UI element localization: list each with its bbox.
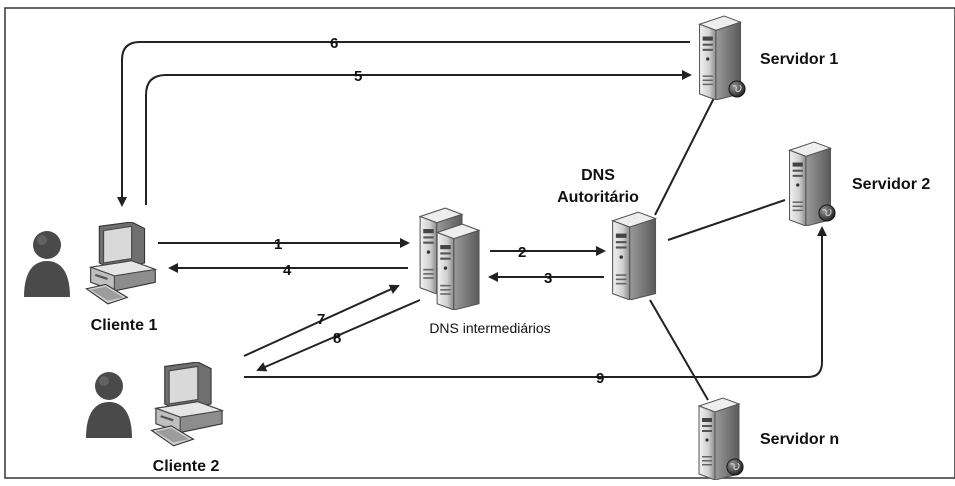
servidor-1-label: Servidor 1 bbox=[760, 51, 838, 68]
globe-badge-icon bbox=[728, 80, 746, 98]
arrow-6-label: 6 bbox=[330, 35, 338, 52]
link-dns-servidorn bbox=[649, 299, 709, 401]
desktop-computer-icon bbox=[85, 222, 156, 305]
server-tower-icon bbox=[612, 211, 657, 300]
arrow-9 bbox=[244, 226, 827, 378]
link-dns-servidor2 bbox=[667, 199, 786, 241]
servidor-n-label: Servidor n bbox=[760, 431, 839, 448]
arrow-1-label: 1 bbox=[274, 236, 282, 253]
cliente-1-node: Cliente 1 bbox=[24, 222, 157, 334]
dns-autoritario-label-line2: Autoritário bbox=[557, 189, 639, 206]
user-silhouette-icon bbox=[24, 231, 70, 297]
diagram-frame bbox=[4, 7, 955, 479]
user-silhouette-icon bbox=[86, 372, 132, 438]
message-arrows bbox=[117, 41, 827, 378]
arrow-6 bbox=[117, 41, 690, 207]
cliente-2-label: Cliente 2 bbox=[153, 458, 220, 475]
servidor-n-node: Servidor n bbox=[698, 397, 839, 480]
dns-autoritario-node: DNS Autoritário bbox=[557, 167, 657, 300]
dns-intermediarios-node: DNS intermediários bbox=[419, 207, 551, 336]
cliente-2-node: Cliente 2 bbox=[86, 362, 223, 475]
dns-to-server-links bbox=[649, 93, 786, 401]
dns-intermediarios-label: DNS intermediários bbox=[429, 320, 550, 336]
dns-autoritario-label-line1: DNS bbox=[581, 167, 615, 184]
servidor-1-node: Servidor 1 bbox=[699, 15, 838, 100]
arrow-8 bbox=[256, 299, 421, 372]
globe-badge-icon bbox=[818, 204, 836, 222]
servidor-2-node: Servidor 2 bbox=[789, 141, 930, 226]
arrow-5-label: 5 bbox=[354, 68, 362, 85]
arrow-5 bbox=[145, 70, 692, 205]
arrow-3-label: 3 bbox=[544, 270, 552, 287]
cliente-1-label: Cliente 1 bbox=[91, 317, 158, 334]
arrow-7-label: 7 bbox=[317, 311, 325, 328]
link-dns-servidor1 bbox=[654, 93, 717, 216]
arrow-8-label: 8 bbox=[333, 330, 341, 347]
globe-badge-icon bbox=[726, 458, 744, 476]
arrow-number-labels: 6 5 1 4 2 3 7 8 9 bbox=[274, 35, 604, 387]
servidor-2-label: Servidor 2 bbox=[852, 176, 930, 193]
arrow-4-label: 4 bbox=[283, 262, 292, 279]
server-tower-icon bbox=[436, 223, 480, 310]
arrow-2-label: 2 bbox=[518, 244, 526, 261]
desktop-computer-icon bbox=[150, 362, 223, 447]
arrow-9-label: 9 bbox=[596, 370, 604, 387]
arrow-7 bbox=[243, 284, 400, 357]
